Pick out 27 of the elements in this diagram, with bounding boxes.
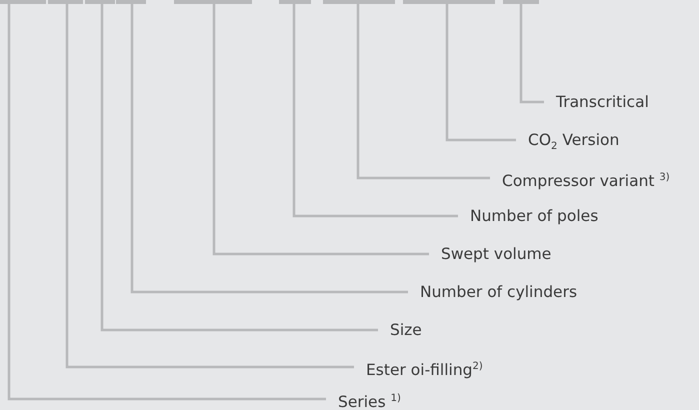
leader-line: [66, 4, 354, 368]
leader-line: [130, 4, 408, 294]
code-segment-bar: [116, 0, 146, 4]
code-segment-bar: [174, 0, 252, 4]
code-segment-bar: [323, 0, 395, 4]
field-label: Compressor variant $^{3)}$: [490, 168, 670, 192]
leader-line: [446, 4, 516, 142]
leader-line: [212, 4, 429, 256]
field-label: Swept volume: [429, 244, 552, 264]
leader-line: [100, 4, 378, 332]
leader-line: [356, 4, 490, 180]
field-label: Size: [378, 320, 422, 340]
code-segment-bar: [403, 0, 495, 4]
code-segment-bar: [48, 0, 83, 4]
code-segment-bar: [503, 0, 539, 4]
field-label: CO$_{2}$ Version: [516, 130, 620, 158]
code-segment-bar: [279, 0, 311, 4]
leader-line: [520, 4, 544, 104]
field-label: Transcritical: [544, 92, 649, 112]
leader-line: [292, 4, 458, 218]
code-segment-bar: [0, 0, 46, 4]
field-label: Number of poles: [458, 206, 598, 226]
field-label: Ester oi-filling$^{2)}$: [354, 357, 483, 380]
leader-line: [8, 4, 326, 400]
field-label: Series $^{1)}$: [326, 389, 401, 410]
code-segment-bar: [85, 0, 115, 4]
field-label: Number of cylinders: [408, 282, 578, 302]
